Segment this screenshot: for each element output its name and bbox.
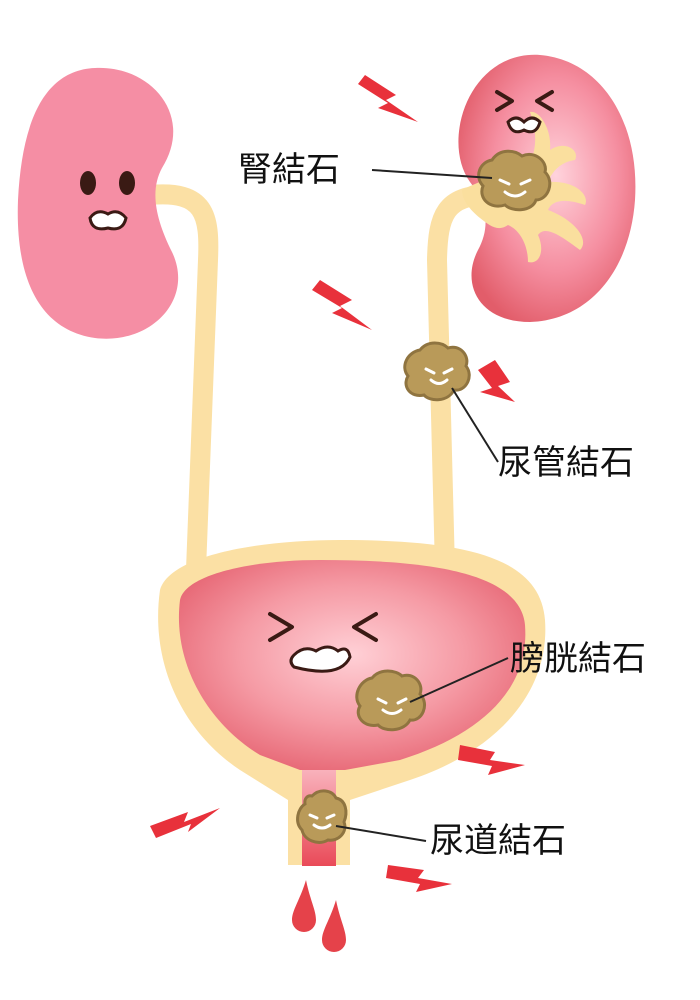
- label-urethra-stone: 尿道結石: [430, 821, 566, 861]
- urethra-stone: [296, 789, 348, 844]
- pain-mark-6: [386, 865, 452, 892]
- blood-drop-2: [322, 900, 346, 952]
- left-kidney-mouth: [88, 210, 128, 231]
- bladder-inner: [178, 560, 526, 770]
- pain-mark-4: [458, 745, 525, 775]
- label-ureter-stone: 尿管結石: [498, 443, 634, 483]
- leader-lines: [335, 169, 509, 842]
- label-kidney-stone: 腎結石: [238, 150, 340, 190]
- right-kidney-mouth: [506, 116, 542, 134]
- leader-line-bladder: [409, 657, 509, 703]
- bladder-stone: [355, 669, 426, 732]
- pain-marks: [150, 75, 525, 892]
- left-kidney: [17, 67, 179, 339]
- blood-drops: [292, 880, 346, 952]
- leader-line-kidney: [371, 169, 493, 179]
- pain-mark-1: [358, 75, 418, 122]
- pain-mark-3: [478, 360, 515, 402]
- blood-drop-1: [292, 880, 316, 932]
- leader-line-urethra: [335, 825, 427, 842]
- kidney-stone: [477, 149, 552, 212]
- right-kidney-eye-left: [495, 90, 514, 112]
- bladder: [158, 540, 546, 866]
- leader-line-ureter: [451, 387, 499, 463]
- right-kidney-eye-right: [535, 90, 554, 112]
- bladder-eye-left: [268, 612, 294, 642]
- left-ureter: [140, 184, 219, 580]
- left-kidney-eye-left: [80, 171, 96, 195]
- pain-mark-2: [312, 280, 372, 330]
- ureter-stone: [403, 341, 471, 402]
- pain-mark-5: [150, 808, 220, 838]
- bladder-mouth: [289, 645, 352, 673]
- bladder-eye-right: [352, 612, 378, 642]
- left-kidney-eye-right: [119, 171, 135, 195]
- label-bladder-stone: 膀胱結石: [510, 639, 646, 679]
